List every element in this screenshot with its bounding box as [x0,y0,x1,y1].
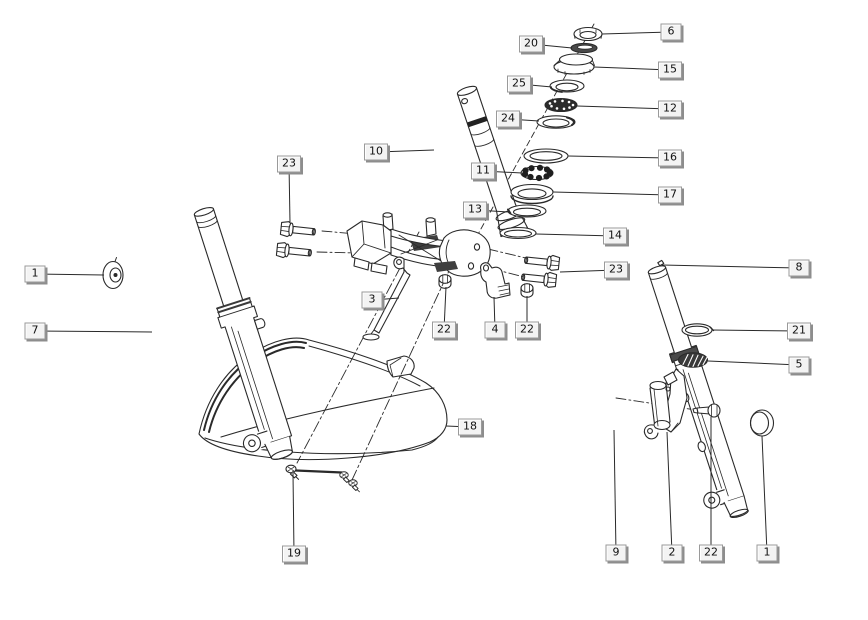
callout-number: 13 [468,202,482,216]
callout-number: 16 [663,150,677,164]
callout-number: 6 [667,24,675,38]
part-lock-washer-20 [570,42,598,54]
callout-15: 15 [658,61,682,79]
callout-number: 19 [287,546,301,560]
part-lower-race-17 [510,183,554,205]
callout-number: 3 [368,292,376,306]
part-left-fork-leg [193,206,293,460]
callout-10: 10 [364,143,388,161]
callout-number: 4 [491,322,499,336]
callout-20: 20 [519,35,543,53]
part-ball-retainer-11 [520,164,554,182]
callout-4: 4 [484,321,506,339]
callout-leader-line [613,429,617,554]
callout-7: 7 [24,322,46,340]
callout-21: 21 [787,322,811,340]
callout-number: 9 [612,545,620,559]
callout-24: 24 [496,110,520,128]
callout-13: 13 [463,201,487,219]
part-spring-5 [677,352,709,368]
callout-number: 22 [704,545,718,559]
callout-25: 25 [507,75,531,93]
callout-18: 18 [458,418,482,436]
callout-leader-line [761,435,768,554]
callout-number: 21 [792,323,806,337]
part-stem-nut-6 [573,26,603,42]
part-hook-bracket [480,262,511,299]
callout-19: 19 [282,545,306,563]
callout-6: 6 [660,23,682,41]
part-caliper-bracket [643,368,688,440]
callout-leader-line [593,66,671,71]
callout-leader-line [288,163,291,224]
callout-number: 18 [463,419,477,433]
callout-leader-line [292,472,295,555]
callout-leader-line [34,273,105,276]
callout-number: 23 [609,262,623,276]
callout-leader-line [707,360,800,366]
callout-number: 10 [369,144,383,158]
callout-9: 9 [605,544,627,562]
callout-1: 1 [756,544,778,562]
callout-11: 11 [471,162,495,180]
callout-17: 17 [658,186,682,204]
callout-number: 5 [795,357,803,371]
callout-leader-line [535,233,616,237]
part-cap-right [749,409,775,437]
callout-leader-line [601,31,672,35]
callout-16: 16 [658,149,682,167]
callout-number: 15 [663,62,677,76]
callout-leader-line [666,431,673,554]
part-bolt-22-bottom [692,403,721,418]
callout-22: 22 [699,544,723,562]
callout-number: 12 [663,101,677,115]
callout-number: 11 [476,163,490,177]
callout-number: 24 [501,111,515,125]
part-seal-ring-25 [549,79,585,93]
part-upper-bearing-12 [544,97,578,113]
callout-number: 1 [763,545,771,559]
callout-number: 25 [512,76,526,90]
callout-number: 1 [31,266,39,280]
callout-12: 12 [658,100,682,118]
callout-22: 22 [432,321,456,339]
callout-leader-line [552,191,671,196]
callout-2: 2 [661,544,683,562]
callout-5: 5 [788,356,810,374]
part-flat-washer-14 [499,226,537,240]
part-steering-bearing-stack [499,26,603,240]
part-lower-bracket [346,212,491,277]
callout-number: 7 [31,323,39,337]
callout-number: 22 [520,322,534,336]
callout-number: 8 [795,260,803,274]
callout-number: 17 [663,187,677,201]
part-fender-screws [285,464,360,493]
callout-leader-line [576,105,671,110]
callout-number: 14 [608,228,622,242]
callout-leader-line [567,155,671,159]
part-upper-race-24 [536,115,576,129]
part-right-fork-leg [647,259,749,518]
callout-23: 23 [604,261,628,279]
callout-leader-line [34,330,153,333]
callout-3: 3 [361,291,383,309]
callout-8: 8 [788,259,810,277]
part-steering-stem [456,85,529,238]
part-oring-21 [681,323,715,337]
part-stay-rod [362,256,411,341]
callout-22: 22 [515,321,539,339]
callout-14: 14 [603,227,627,245]
callout-number: 23 [282,156,296,170]
callout-number: 22 [437,322,451,336]
part-seal-ring-13 [507,204,547,218]
callout-leader-line [661,264,800,269]
callout-leader-line [711,329,800,332]
callout-23: 23 [277,155,301,173]
callout-number: 2 [668,545,676,559]
callout-number: 20 [524,36,538,50]
part-dust-seal-16 [523,148,569,164]
callout-1: 1 [24,265,46,283]
